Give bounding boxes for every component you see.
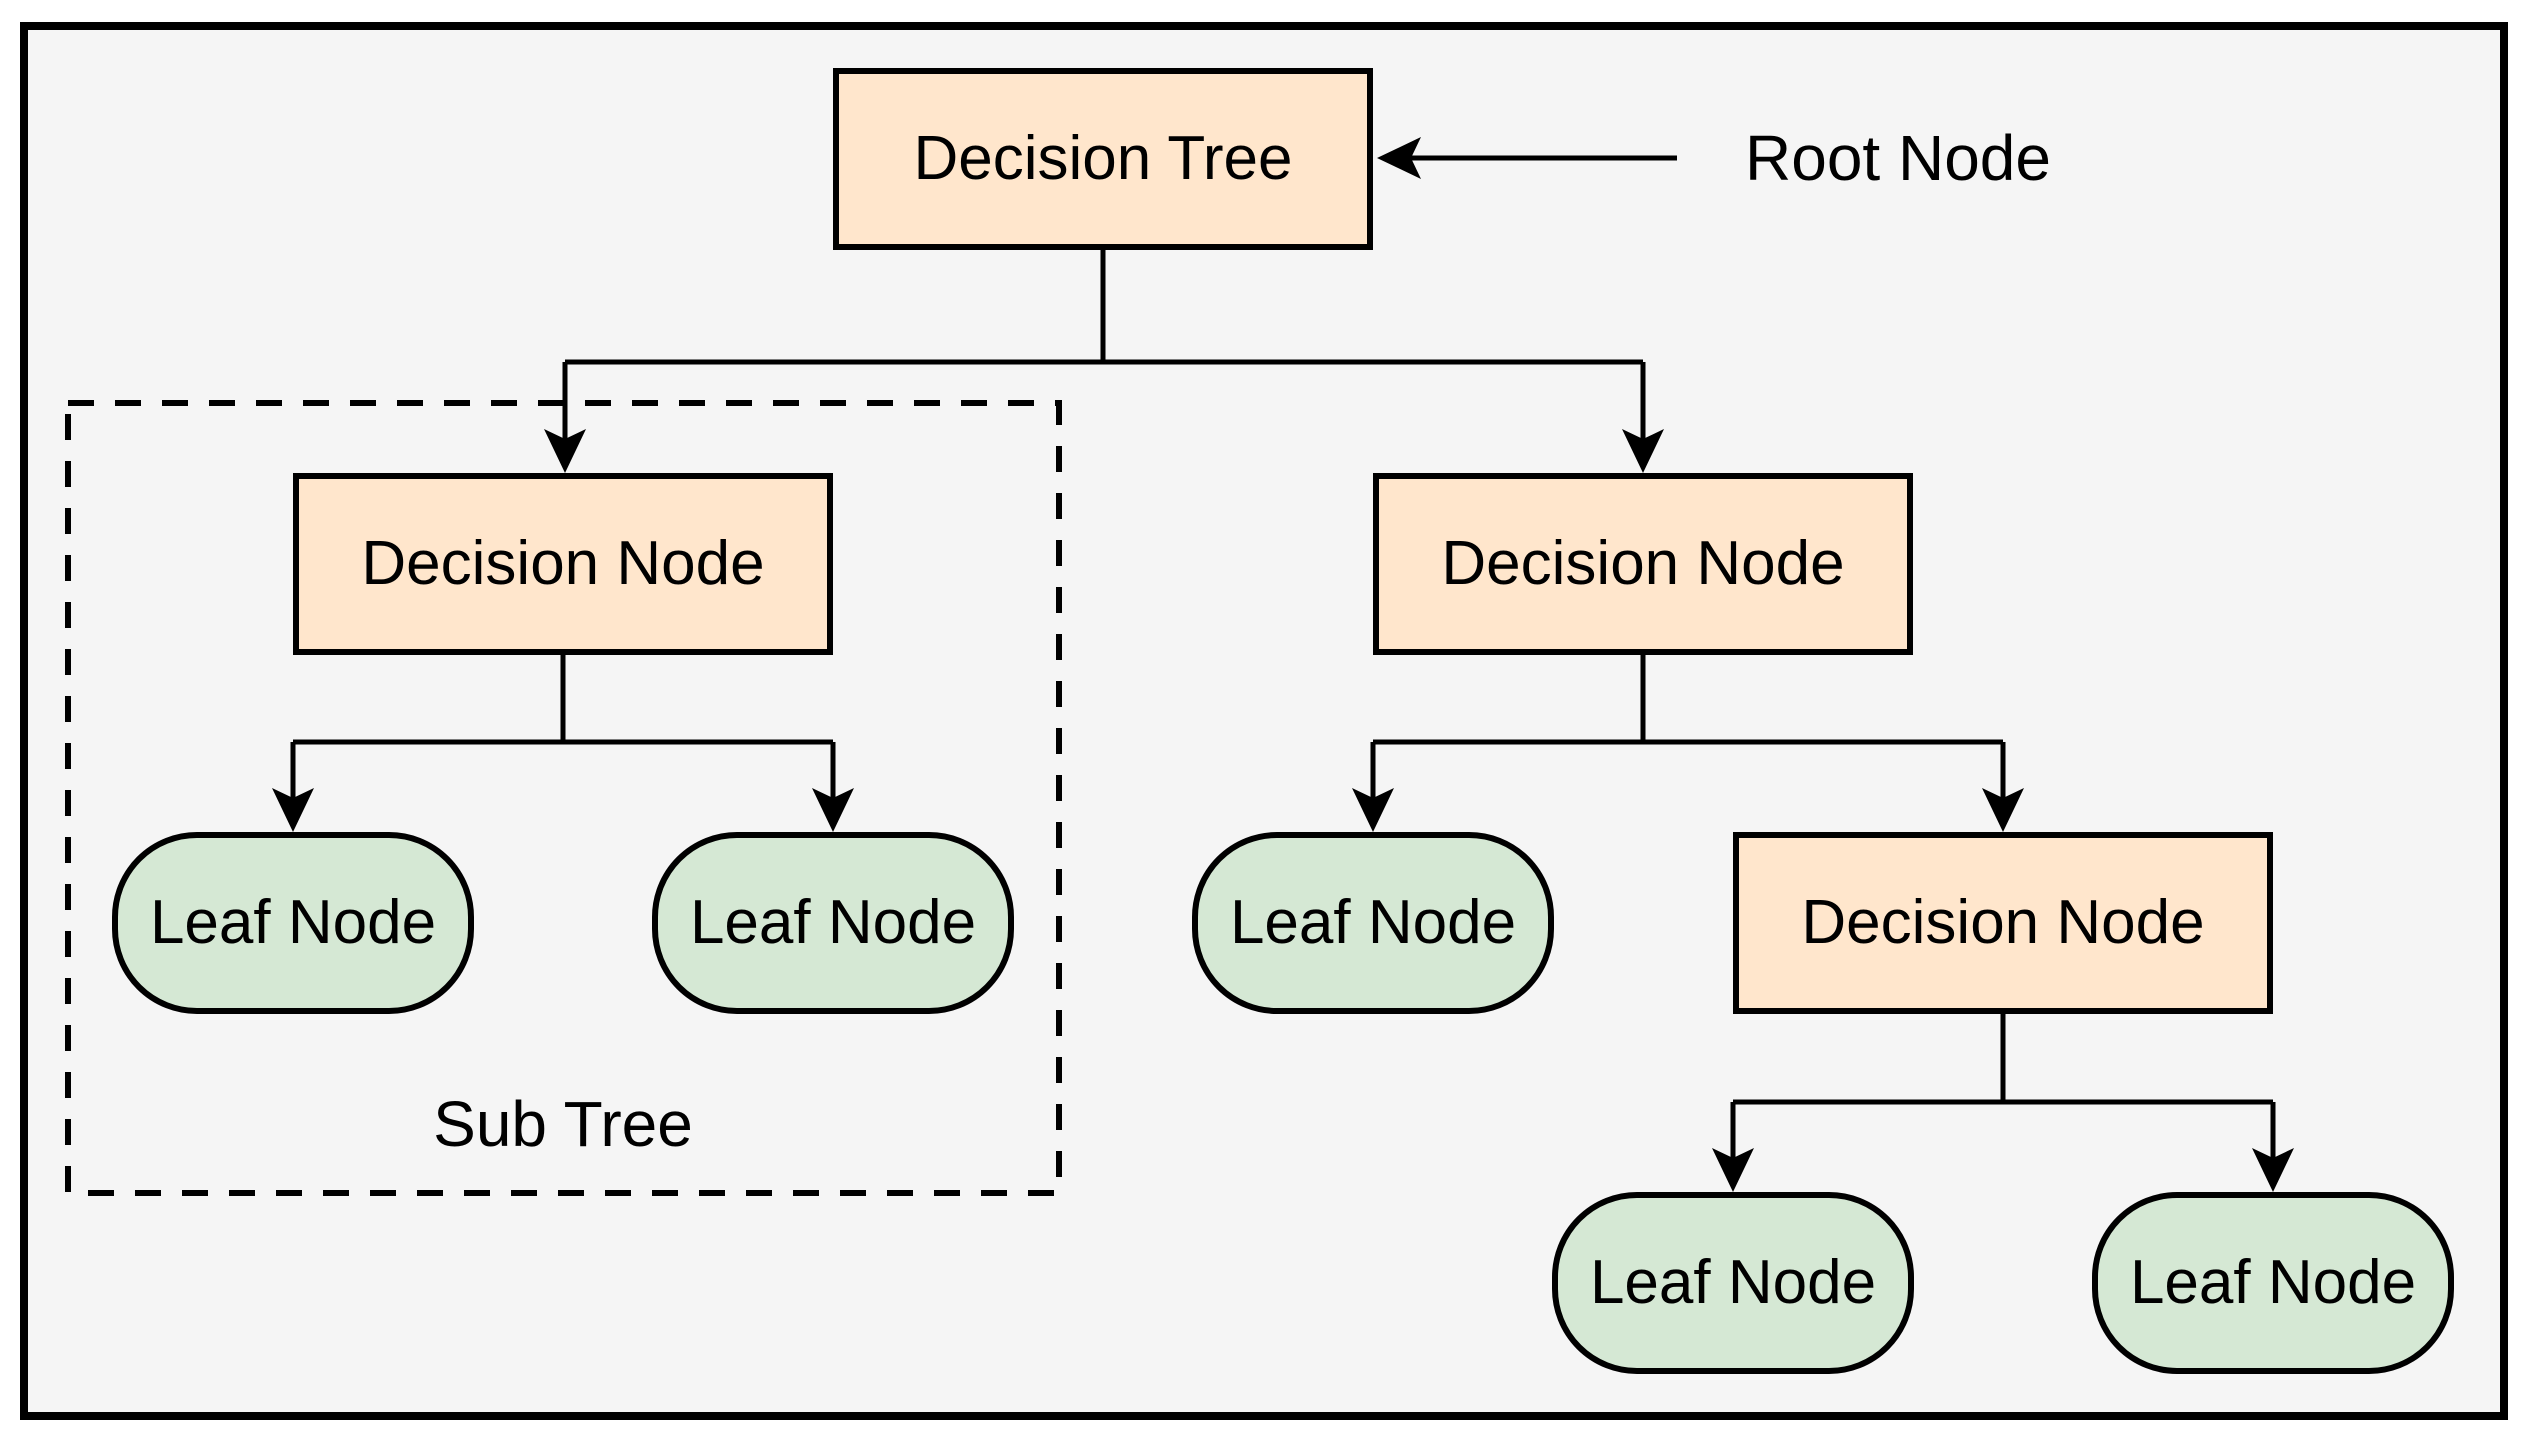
node-decision-tree: Decision Tree [833, 68, 1373, 250]
arrowhead-right-decision [1622, 429, 1664, 473]
sub-tree-label: Sub Tree [433, 1088, 693, 1160]
arrowhead-leaf-3 [1352, 788, 1394, 832]
arrowhead-leaf-5 [2252, 1148, 2294, 1192]
node-leaf-5: Leaf Node [2092, 1192, 2454, 1374]
node-leaf-4: Leaf Node [1552, 1192, 1914, 1374]
node-leaf-3: Leaf Node [1192, 832, 1554, 1014]
root-node-label: Root Node [1745, 122, 2051, 194]
arrowhead-leaf-2 [812, 788, 854, 832]
arrowhead-root-callout [1377, 137, 1421, 179]
node-decision-left: Decision Node [293, 473, 833, 655]
diagram-frame [20, 22, 2508, 1420]
arrowhead-nested-decision [1982, 788, 2024, 832]
arrowhead-leaf-4 [1712, 1148, 1754, 1192]
node-leaf-1: Leaf Node [112, 832, 474, 1014]
node-decision-right: Decision Node [1373, 473, 1913, 655]
arrowhead-left-decision [544, 429, 586, 473]
arrowhead-leaf-1 [272, 788, 314, 832]
node-leaf-2: Leaf Node [652, 832, 1014, 1014]
node-decision-nested: Decision Node [1733, 832, 2273, 1014]
